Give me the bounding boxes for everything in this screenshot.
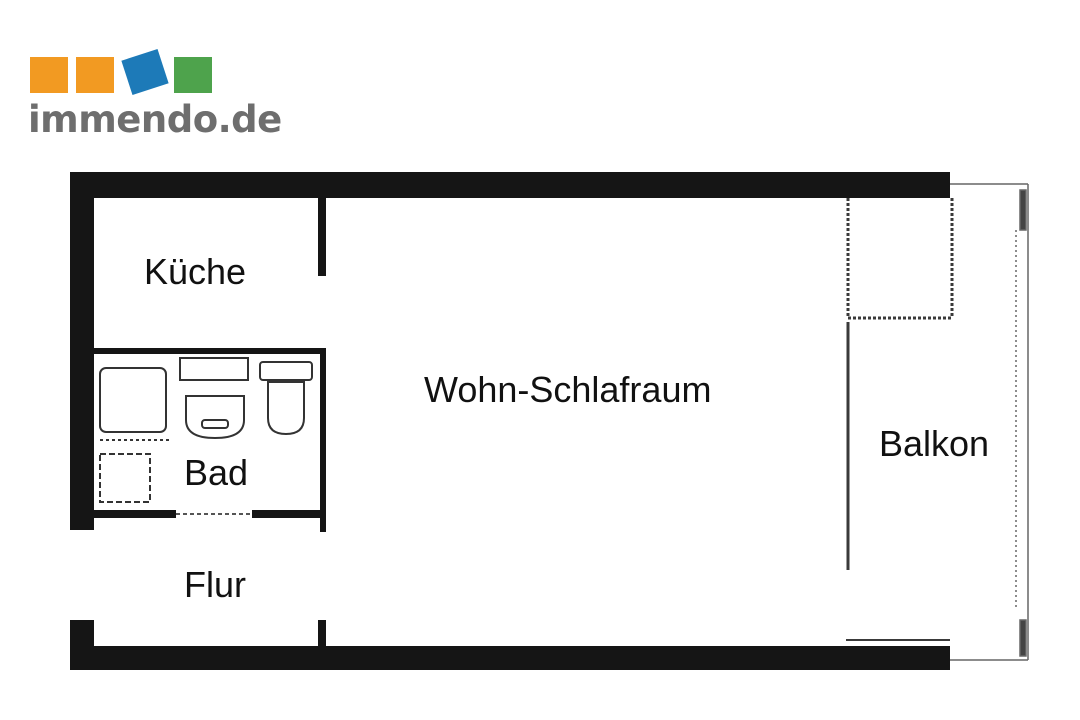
room-label-kueche: Küche	[144, 251, 247, 292]
bathtub	[99, 367, 172, 441]
wall-bottom	[70, 646, 950, 670]
logo-square-orange-1	[30, 57, 68, 93]
closet-frame	[846, 198, 954, 320]
logo-square-green	[174, 57, 212, 93]
wall-left-upper	[70, 172, 94, 530]
room-label-balkon: Balkon	[879, 423, 990, 464]
immendo-logo: immendo.de	[28, 49, 298, 150]
sink	[185, 395, 245, 440]
wall-top	[70, 172, 950, 198]
room-label-bad: Bad	[184, 452, 249, 493]
logo-text: immendo.de	[28, 98, 282, 141]
room-label-flur: Flur	[184, 564, 246, 605]
wall-kitchen-right	[318, 198, 326, 276]
bath-shelf	[179, 357, 249, 381]
shower-tray	[99, 453, 151, 503]
toilet	[259, 361, 313, 436]
room-label-wohn-schlafraum: Wohn-Schlafraum	[424, 369, 712, 410]
wall-bath-right	[320, 348, 326, 532]
logo-square-orange-2	[76, 57, 114, 93]
wall-bath-bottom-right	[252, 510, 326, 518]
wall-bath-top	[94, 348, 326, 354]
balcony-outline	[950, 183, 1029, 661]
wall-left-lower	[70, 620, 94, 650]
wall-bath-bottom-left	[94, 510, 176, 518]
wall-flur-stub	[318, 620, 326, 648]
